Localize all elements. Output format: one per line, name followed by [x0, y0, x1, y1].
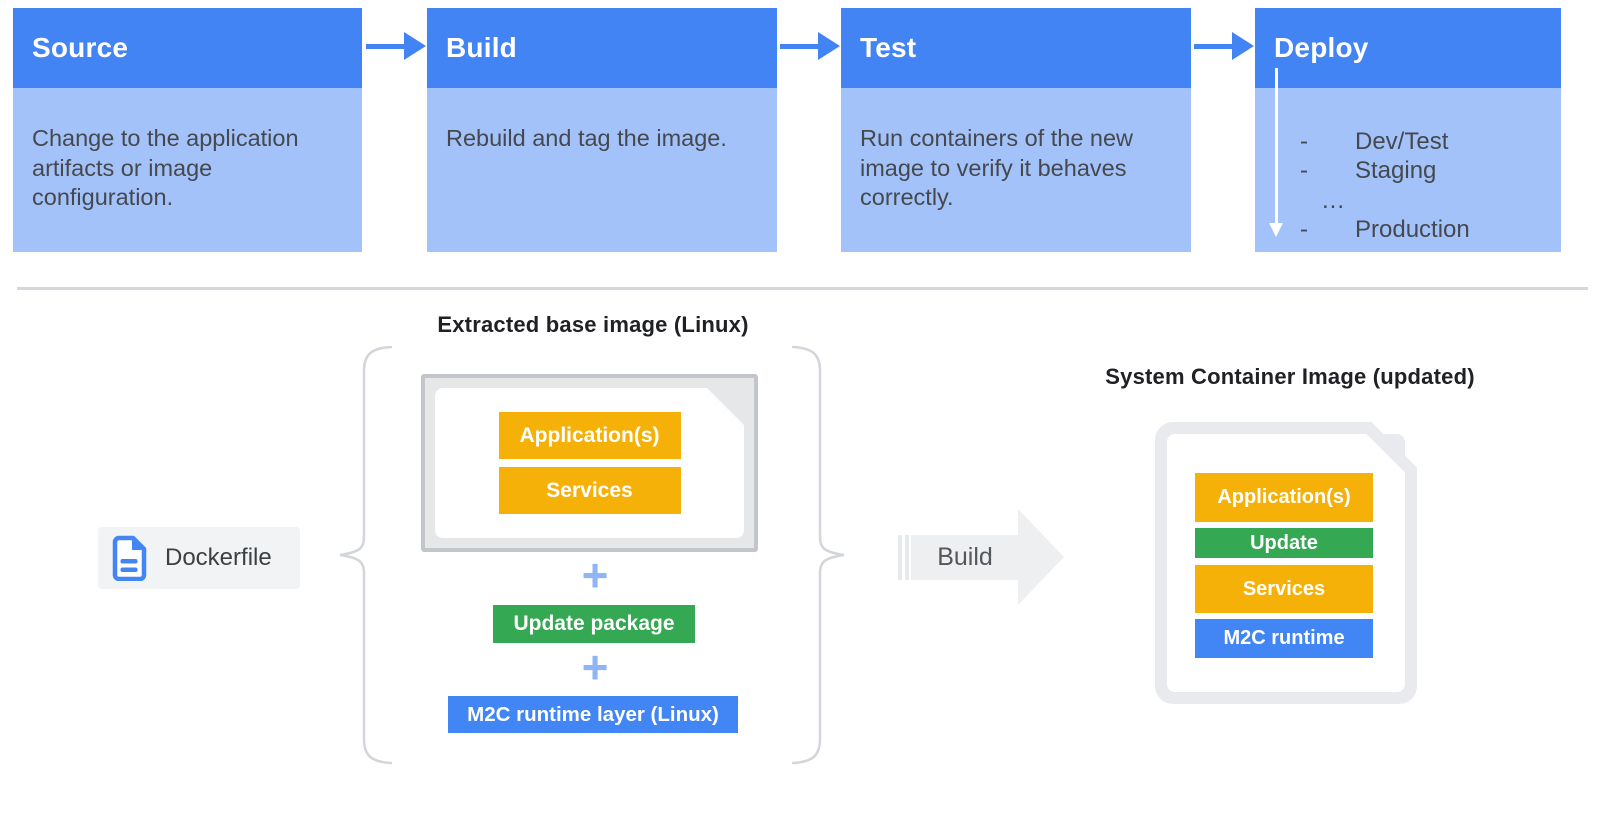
right-brace-icon — [791, 345, 845, 765]
arrow-stripe — [898, 535, 902, 580]
system-container-document: Application(s) Update Services M2C runti… — [1155, 422, 1417, 704]
document-page: Application(s) Update Services M2C runti… — [1167, 434, 1405, 692]
update-package-layer: Update package — [493, 605, 695, 643]
section-divider — [17, 287, 1588, 290]
document-page: Application(s) Services — [435, 388, 744, 538]
services-layer: Services — [498, 467, 681, 514]
base-image-document: Application(s) Services — [421, 374, 758, 552]
arrow-stripe — [905, 535, 909, 580]
system-container-image-title: System Container Image (updated) — [1105, 364, 1475, 389]
stage-header: Test — [841, 8, 1191, 88]
stage-header: Deploy — [1255, 8, 1561, 88]
result-layer-update: Update — [1195, 528, 1373, 558]
stage-body: Rebuild and tag the image. — [427, 88, 777, 252]
deploy-env-item: - Production — [1255, 216, 1561, 244]
stage-box-source: Source Change to the application artifac… — [13, 8, 362, 252]
list-bullet: - — [1300, 157, 1308, 184]
build-arrow-label: Build — [937, 543, 993, 571]
stage-header: Build — [427, 8, 777, 88]
result-layer-m2c-runtime: M2C runtime — [1195, 619, 1373, 658]
flow-arrow-icon — [366, 32, 426, 60]
stage-header: Source — [13, 8, 362, 88]
stage-title: Deploy — [1274, 32, 1369, 63]
list-bullet: - — [1300, 216, 1308, 243]
stage-description: Run containers of the new image to verif… — [860, 125, 1134, 210]
deploy-env-item: ... — [1255, 187, 1561, 215]
env-label: Dev/Test — [1355, 128, 1449, 155]
stage-box-test: Test Run containers of the new image to … — [841, 8, 1191, 252]
deploy-env-item: - Dev/Test — [1255, 128, 1561, 156]
plus-icon: + — [581, 641, 609, 693]
dockerfile-label: Dockerfile — [165, 544, 272, 571]
build-arrow-body: Build — [911, 535, 1019, 580]
extracted-base-image-title: Extracted base image (Linux) — [437, 312, 749, 337]
env-label: Staging — [1355, 157, 1437, 184]
result-layer-applications: Application(s) — [1195, 473, 1373, 522]
env-label: Production — [1355, 216, 1470, 243]
build-arrow-head — [1018, 509, 1064, 605]
stage-body: Run containers of the new image to verif… — [841, 88, 1191, 252]
stage-title: Test — [860, 32, 917, 63]
stage-title: Build — [446, 32, 517, 63]
left-brace-icon — [339, 345, 393, 765]
flow-arrow-icon — [780, 32, 840, 60]
stage-box-deploy: Deploy - Dev/Test - Staging ... - Produc… — [1255, 8, 1561, 252]
stage-title: Source — [32, 32, 129, 63]
flow-arrow-icon — [1194, 32, 1254, 60]
m2c-runtime-layer: M2C runtime layer (Linux) — [448, 696, 738, 733]
deploy-env-list: - Dev/Test - Staging ... - Production — [1255, 88, 1561, 252]
dockerfile-document-icon — [112, 535, 147, 581]
stage-description: Change to the application artifacts or i… — [32, 125, 299, 210]
stage-description: Rebuild and tag the image. — [446, 125, 727, 151]
deploy-env-item: - Staging — [1255, 157, 1561, 185]
deploy-sequence-arrow-icon — [1269, 68, 1283, 238]
application-layer: Application(s) — [498, 412, 681, 459]
result-layer-services: Services — [1195, 565, 1373, 613]
plus-icon: + — [581, 549, 609, 601]
build-arrow: Build — [897, 509, 1067, 606]
stage-box-build: Build Rebuild and tag the image. — [427, 8, 777, 252]
stage-body: Change to the application artifacts or i… — [13, 88, 362, 252]
list-bullet: - — [1300, 128, 1308, 155]
dockerfile-chip: Dockerfile — [98, 527, 300, 589]
env-label: ... — [1322, 187, 1346, 214]
